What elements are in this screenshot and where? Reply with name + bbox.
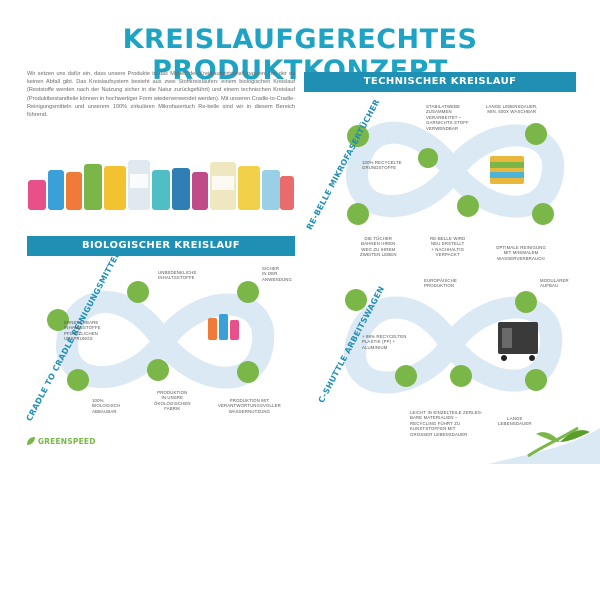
plant-decoration (488, 418, 600, 469)
cleaning-loop-diagram (38, 262, 288, 422)
tech-label-2: LANGE LEBENSDAUER, MIN. 500X WASCHBAR (486, 104, 538, 115)
bio-label-1: UNBEDENKLICHE INHALTSSTOFFE (158, 270, 197, 281)
bio-label-2: SICHER IN DER ANWENDUNG (262, 266, 292, 282)
tech-label-6: OPTIMALE REINIGUNG MIT MINIMALEM WASSERV… (496, 245, 546, 261)
cart-label-3: + 99% RECYCELTEN PLASTIK (PP) + ALUMINIU… (362, 334, 407, 350)
cart-label-2: MODULARER AUFBAU (540, 278, 569, 289)
logo-text: GREENSPEED (37, 437, 96, 446)
microfiber-loop-diagram (328, 96, 578, 246)
bio-label-3: ERNEUERBARE INHALTSSTOFFE PFLANZLICHEN U… (64, 320, 101, 342)
greenspeed-logo: GREENSPEED (26, 437, 96, 446)
product-bottles-image (28, 140, 294, 218)
cart-loop-diagram (326, 270, 576, 420)
cart-label-1: EUROPÄISCHE PRODUKTION (424, 278, 457, 289)
cart-label-5: LANGE LEBENSDAUER (498, 416, 532, 427)
technical-cycle-banner: TECHNISCHER KREISLAUF (304, 72, 576, 92)
biological-cycle-banner: BIOLOGISCHER KREISLAUF (27, 236, 295, 256)
bio-label-5: PRODUKTION IN UNSRE ÖKOLOGISCHEN FABRIK (154, 390, 191, 412)
tech-label-3: 100% RECYCELTE GRUNDSTOFFE (362, 160, 402, 171)
intro-text: Wir setzen uns dafür ein, dass unsere Pr… (27, 71, 296, 119)
leaf-icon (26, 437, 35, 445)
cart-label-4: LEICHT IN EINZELTEILE ZERLEG- BARE MATER… (410, 410, 483, 437)
tech-label-4: DIE TÜCHER BAHNEN IHREN WEG ZU IHREM ZWE… (360, 236, 397, 258)
tech-label-5: RE-BELLE WIRD NEU ERSTELLT + NACHHALTIG … (430, 236, 466, 258)
bio-label-6: PRODUKTION MIT VERANTWORTUNGSVOLLER WASS… (218, 398, 281, 414)
page-title: KREISLAUFGERECHTES PRODUKTKONZEPT (122, 24, 478, 86)
bio-label-4: 100% BIOLOGISCH ABBAUBAR (92, 398, 121, 414)
tech-label-1: STABILATWEBE ZUSAMMEN VERARBEITET – GARN… (426, 104, 469, 131)
